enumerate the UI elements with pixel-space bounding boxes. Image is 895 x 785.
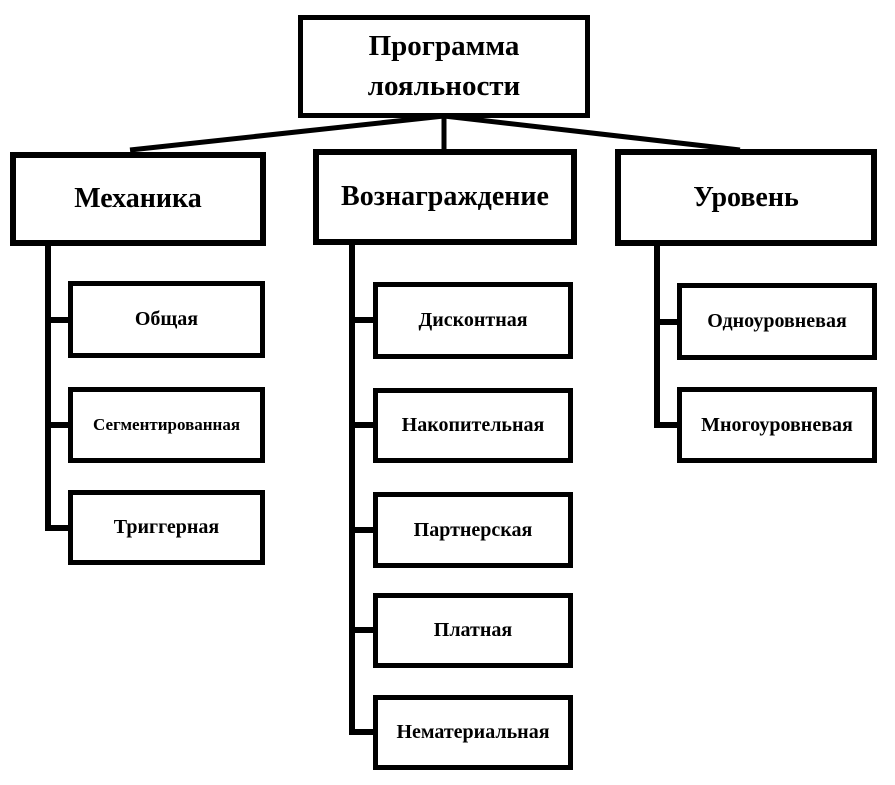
node-child-segmented: Сегментированная	[68, 387, 265, 463]
reward-trunk-connectors	[349, 243, 375, 735]
mechanics-trunk-connectors	[45, 244, 70, 531]
node-child-single-level: Одноуровневая	[677, 283, 877, 360]
node-child-nonmaterial: Нематериальная	[373, 695, 573, 770]
node-child-accumulative: Накопительная	[373, 388, 573, 463]
node-child-general: Общая	[68, 281, 265, 358]
node-branch-mechanics: Механика	[10, 152, 266, 246]
node-child-trigger: Триггерная	[68, 490, 265, 565]
node-child-partner: Партнерская	[373, 492, 573, 568]
node-child-discount: Дисконтная	[373, 282, 573, 359]
node-branch-reward: Вознаграждение	[313, 149, 577, 245]
root-fan-connectors	[129, 113, 741, 153]
node-child-paid: Платная	[373, 593, 573, 668]
node-branch-level: Уровень	[615, 149, 877, 246]
level-trunk-connectors	[654, 244, 679, 428]
node-child-multi-level: Многоуровневая	[677, 387, 877, 463]
node-loyalty-program: Программа лояльности	[298, 15, 590, 118]
